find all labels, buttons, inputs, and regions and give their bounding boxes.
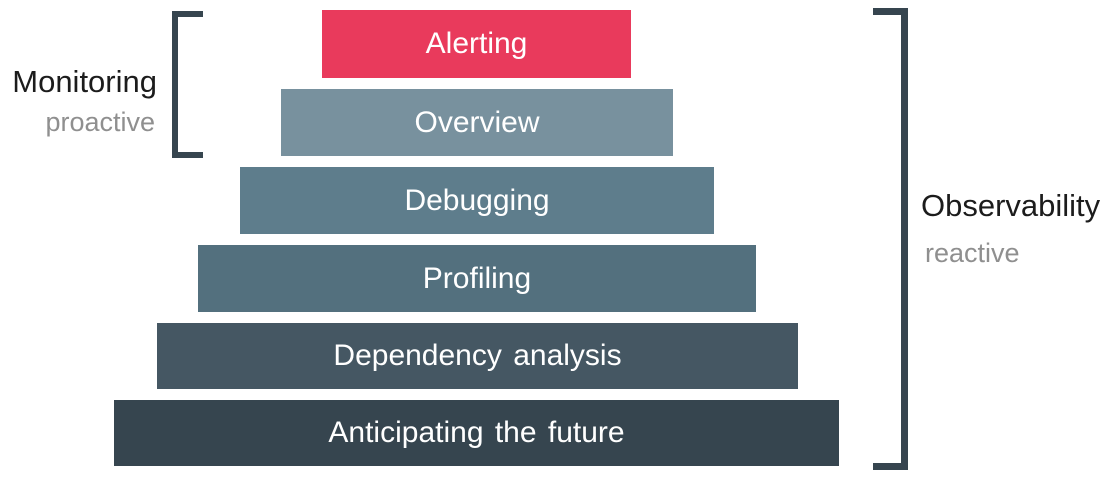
layer-bar-dependency-analysis: Dependency analysis	[157, 323, 798, 389]
layer-label-alerting: Alerting	[425, 27, 528, 60]
observability-subtitle: reactive	[925, 238, 1020, 268]
monitoring-subtitle: proactive	[45, 107, 155, 137]
layer-bar-overview: Overview	[281, 89, 673, 156]
observability-title: Observability	[921, 188, 1101, 223]
layer-bar-debugging: Debugging	[240, 167, 714, 234]
monitoring-bracket-top-arm	[172, 11, 203, 17]
observability-bracket-bottom-arm	[873, 463, 908, 470]
monitoring-bracket-vertical	[172, 11, 178, 158]
layer-bar-profiling: Profiling	[198, 245, 756, 312]
layer-label-dependency-analysis: Dependency analysis	[333, 339, 622, 372]
observability-bracket-top-arm	[873, 8, 908, 15]
layer-label-profiling: Profiling	[422, 261, 532, 295]
layer-label-overview: Overview	[414, 105, 540, 139]
layer-bar-anticipating-the-future: Anticipating the future	[114, 400, 839, 466]
observability-bracket-vertical	[901, 8, 908, 470]
layer-bar-alerting: Alerting	[322, 10, 631, 78]
monitoring-bracket-bottom-arm	[172, 152, 203, 158]
layer-label-debugging: Debugging	[404, 183, 550, 217]
monitoring-title: Monitoring	[12, 64, 157, 99]
layer-label-anticipating-the-future: Anticipating the future	[328, 416, 625, 449]
